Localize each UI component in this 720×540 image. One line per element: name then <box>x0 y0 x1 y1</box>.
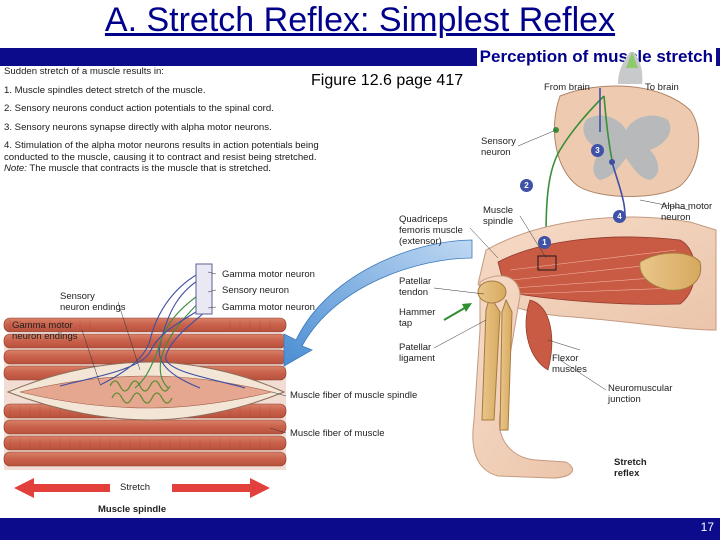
slide-title: A. Stretch Reflex: Simplest Reflex <box>104 1 616 39</box>
label-to-brain: To brain <box>645 82 679 93</box>
spinal-cord-section <box>554 52 700 197</box>
label-stretch: Stretch <box>120 482 151 493</box>
step-badge-3: 3 <box>591 144 604 157</box>
label-gamma-motor-neuron-2: Gamma motor neuron <box>222 302 315 313</box>
stretch-arrows <box>14 478 270 498</box>
step-badge-1: 1 <box>538 236 551 249</box>
label-muscle-spindle-caption: Muscle spindle <box>98 504 167 515</box>
label-sensory-neuron-endings: Sensory neuron endings <box>60 291 126 313</box>
page-number: 17 <box>700 520 714 534</box>
note-label: Note: <box>4 163 27 174</box>
label-patellar-ligament: Patellar ligament <box>399 342 435 364</box>
leg-anatomy <box>472 216 717 479</box>
step-badge-4: 4 <box>613 210 626 223</box>
figure-reference: Figure 12.6 page 417 <box>311 72 464 89</box>
label-muscle-spindle: Muscle spindle <box>483 205 514 227</box>
label-muscle-fiber-of-muscle: Muscle fiber of muscle <box>290 428 385 439</box>
step-4: 4. Stimulation of the alpha motor neuron… <box>4 140 319 163</box>
spindle-nerve-fibers <box>59 263 246 389</box>
label-gamma-motor-neuron-1: Gamma motor neuron <box>222 269 315 280</box>
leader-lines <box>81 129 691 434</box>
label-stretch-reflex: Stretch reflex <box>614 457 647 479</box>
zoom-callout-arrow <box>283 239 473 367</box>
label-alpha-motor-neuron: Alpha motor neuron <box>661 201 713 223</box>
label-quadriceps: Quadriceps femoris muscle (extensor) <box>399 214 463 247</box>
hammer-tap-arrow <box>443 303 472 321</box>
reflex-steps-list: Sudden stretch of a muscle results in: 1… <box>4 66 364 175</box>
step-badge-2: 2 <box>520 179 533 192</box>
label-patellar-tendon: Patellar tendon <box>399 276 432 298</box>
step-1: 1. Muscle spindles detect stretch of the… <box>4 84 206 96</box>
muscle-spindle-capsule <box>6 361 286 421</box>
note-text: The muscle that contracts is the muscle … <box>26 163 271 174</box>
step-3: 3. Sensory neurons synapse directly with… <box>4 121 272 133</box>
steps-intro: Sudden stretch of a muscle results in: <box>4 66 164 77</box>
label-sensory-neuron-spindle: Sensory neuron <box>222 285 290 296</box>
label-neuromuscular-junction: Neuromuscular junction <box>608 383 673 405</box>
label-muscle-fiber-of-spindle: Muscle fiber of muscle spindle <box>290 390 418 401</box>
label-gamma-motor-neuron-endings: Gamma motor neuron endings <box>12 320 78 342</box>
label-sensory-neuron: Sensory neuron <box>481 136 516 158</box>
slide-subtitle: Perception of muscle stretch <box>476 47 716 67</box>
label-from-brain: From brain <box>544 82 590 93</box>
step-2: 2. Sensory neurons conduct action potent… <box>4 103 274 114</box>
footer-band <box>0 518 720 540</box>
label-hammer-tap: Hammer tap <box>399 307 436 329</box>
label-flexor-muscles: Flexor muscles <box>552 353 587 375</box>
